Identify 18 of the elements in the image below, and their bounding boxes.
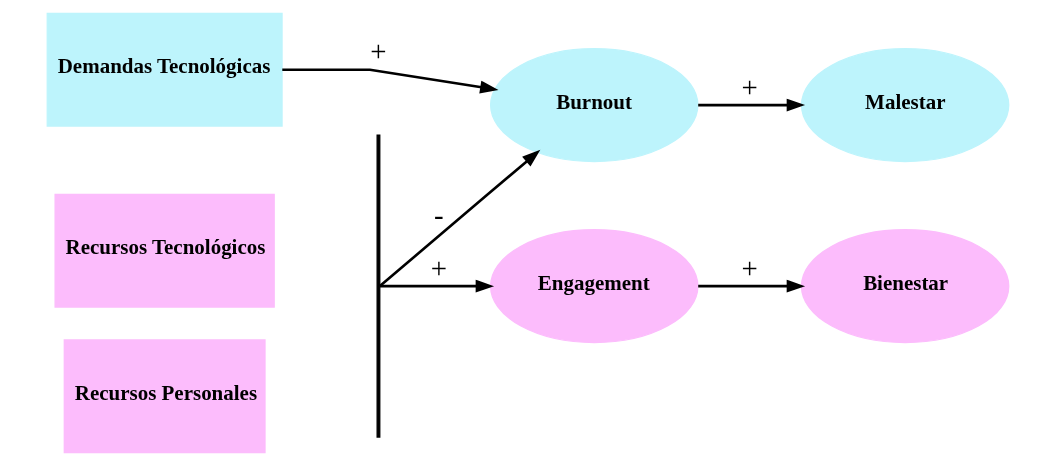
arrow (697, 98, 805, 112)
edge-label: + (741, 70, 758, 103)
node-ellipse: Engagement (489, 229, 699, 344)
node-ellipse: Burnout (489, 48, 699, 163)
arrow (379, 279, 494, 293)
edge-label: + (430, 251, 447, 284)
arrow (697, 279, 805, 293)
node-ellipse: Malestar (800, 48, 1009, 163)
edge-label: + (741, 251, 758, 284)
edge-label: - (433, 199, 444, 232)
arrow (281, 68, 498, 94)
node-bar (376, 134, 380, 438)
node-box: Recursos Personales (63, 339, 266, 454)
arrow (378, 149, 540, 287)
node-box: Recursos Tecnológicos (53, 193, 275, 308)
edge-label: + (369, 35, 387, 68)
node-box: Demandas Tecnológicas (46, 12, 283, 127)
node-ellipse: Bienestar (800, 229, 1009, 344)
